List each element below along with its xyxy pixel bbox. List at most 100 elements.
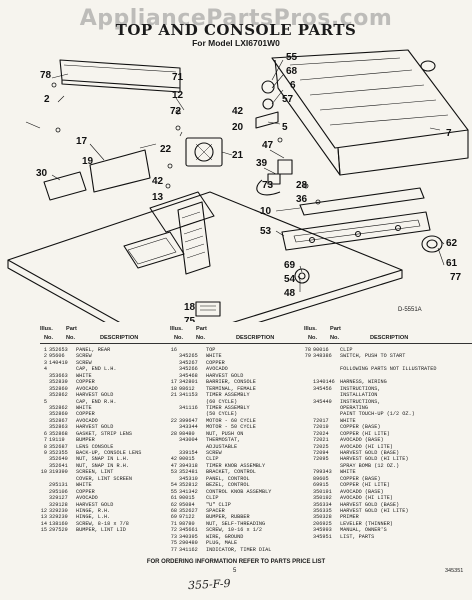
lint-screen-drawing: [177, 201, 211, 275]
part-number: 345993: [313, 527, 332, 534]
part-number: 95606: [49, 353, 65, 360]
part-description: AVOCADO (HI LITE): [340, 443, 393, 450]
col2-header-illus: Illus.: [170, 326, 183, 332]
illus-number: 79: [304, 353, 311, 360]
part-number: 290480: [179, 540, 198, 547]
part-description: INSTALLATION: [340, 392, 378, 399]
callout-labels: 55 68 6 57 78 2 71 12 72 42 20 5 7 47 39…: [36, 52, 462, 322]
part-description: INDICATOR, TIMER DIAL: [206, 546, 272, 553]
illus-number: 1: [43, 347, 47, 353]
illus-number: 68: [170, 507, 177, 514]
part-description: SWITCH, PUSH TO START: [340, 353, 406, 360]
part-number: 394318: [179, 462, 198, 469]
col2-header-part-no: No.: [196, 335, 206, 341]
part-number: 352687: [49, 443, 68, 450]
part-description: SCREW, 8-18 x 7/8: [76, 520, 129, 527]
part-description: WHITE: [76, 372, 92, 379]
part-number: 319390: [49, 469, 68, 476]
part-description: COPPER (BASE): [340, 475, 381, 482]
illus-number: 73: [170, 533, 177, 540]
part-description: SPRAY BOMB (12 OZ.): [340, 462, 400, 469]
part-description: TIMER ASSEMBLY: [206, 404, 250, 411]
part-description: SCREW: [206, 450, 222, 456]
illus-number: 18: [170, 385, 177, 392]
part-description: HARVEST GOLD: [206, 372, 244, 379]
part-description: LENS CONSOLE: [76, 443, 114, 450]
part-description: HARVEST GOLD: [76, 392, 114, 399]
part-number: 72019: [313, 424, 329, 431]
part-description: CLIP: [206, 495, 219, 502]
barrier-drawing: [89, 149, 151, 193]
part-row: 343004 THERMOSTAT,: [168, 437, 300, 443]
illus-number: 71: [170, 520, 177, 527]
part-description: NUT, PUSH ON: [206, 430, 244, 437]
part-description: BARRIER, CONSOLE: [206, 379, 256, 386]
part-number: 343004: [179, 437, 198, 444]
callout-label: 39: [256, 158, 268, 169]
part-description: SCREW, 10-16 x 1/2: [206, 527, 263, 534]
part-number: 72024: [313, 430, 329, 437]
part-description: OPERATING: [340, 404, 369, 411]
part-number: 352355: [49, 450, 68, 456]
callout-label: 21: [232, 150, 244, 161]
part-description: AVOCADO: [76, 385, 98, 392]
part-number: 90016: [313, 347, 329, 353]
part-description: BEZEL, CONTROL: [206, 482, 250, 489]
callout-label: 73: [262, 180, 274, 191]
part-description: BUMPER, RUBBER: [206, 514, 250, 521]
part-number: 138160: [49, 520, 68, 527]
illus-number: 77: [170, 546, 177, 553]
part-description: COPPER: [76, 488, 95, 495]
part-number: 352863: [49, 424, 68, 431]
part-description: COPPER (HI LITE): [340, 482, 390, 489]
lint-cover-drawing: [43, 171, 87, 201]
part-description: FOLLOWING PARTS NOT ILLUSTRATED: [340, 366, 437, 373]
switch-drawing: [256, 159, 293, 196]
part-number: 352867: [49, 417, 68, 424]
part-number: 352860: [49, 411, 68, 418]
callout-label: 61: [446, 258, 458, 269]
callout-label: 6: [290, 80, 296, 91]
part-description: THERMOSTAT,: [206, 437, 241, 444]
part-description: WHITE: [76, 482, 92, 489]
part-description: NUT, SELF-THREADING: [206, 520, 266, 527]
part-description: HARVEST GOLD: [76, 501, 114, 508]
part-row: SPRAY BOMB (12 OZ.): [302, 463, 472, 469]
part-number: 295106: [49, 488, 68, 495]
handwritten-note: 355-F-9: [187, 576, 231, 593]
part-description: PRIMER: [340, 514, 359, 521]
part-description: CONTROL KNOB ASSEMBLY: [206, 488, 272, 495]
part-number: 97122: [179, 514, 195, 521]
rear-panel-drawing: [59, 59, 181, 93]
illus-number: 8: [43, 443, 47, 450]
part-description: WHITE: [206, 353, 222, 360]
part-number: 72021: [313, 437, 329, 444]
part-description: TIMER KNOB ASSEMBLY: [206, 462, 266, 469]
part-description: TERMINAL, FEMALE: [206, 385, 256, 392]
part-number: 345951: [313, 533, 332, 540]
illus-number: 78: [304, 347, 311, 353]
